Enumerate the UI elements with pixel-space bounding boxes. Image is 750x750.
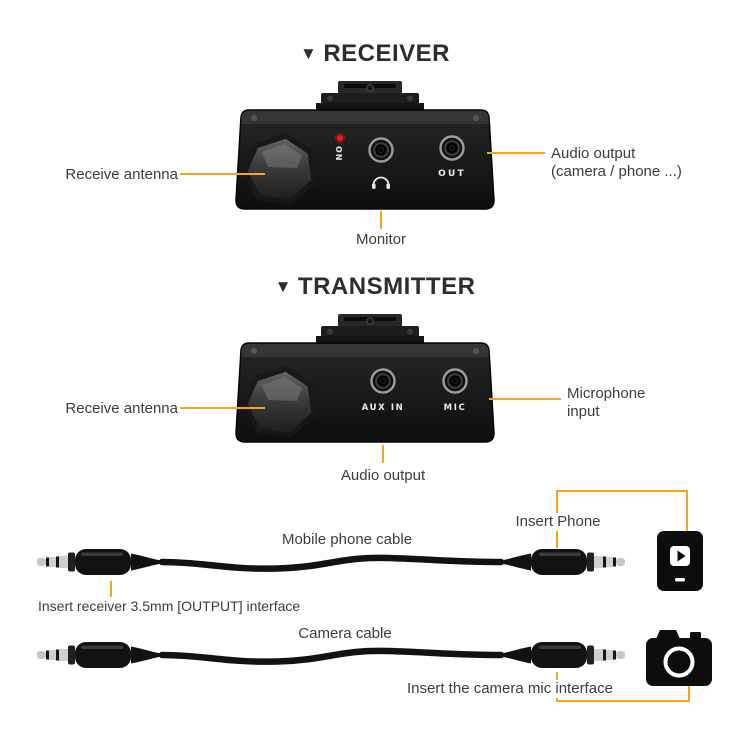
mobile-phone-cable-graphic: [37, 549, 625, 575]
camera-icon: [646, 630, 712, 686]
mic-jack-label: MIC: [444, 403, 467, 413]
shoe-mount: [316, 314, 424, 345]
cable-plug-right: [499, 642, 625, 668]
cable-plug-left: [37, 642, 163, 668]
receiver-antenna-pointer-line: [180, 173, 265, 175]
antenna-knob: [242, 366, 317, 438]
transmitter-title-text: TRANSMITTER: [297, 273, 476, 300]
power-led: [334, 132, 346, 144]
cable-plug-left: [37, 549, 163, 575]
transmitter-title-marker-icon: ▼: [274, 277, 292, 296]
on-label: ON: [334, 146, 343, 162]
receiver-monitor-label: Monitor: [355, 231, 407, 248]
insert-phone-label: Insert Phone: [493, 513, 623, 531]
receiver-audio-output-label-line2: (camera / phone ...): [551, 163, 682, 180]
shoe-mount: [316, 81, 424, 112]
receiver-monitor-pointer-line: [380, 211, 382, 229]
out-jack-label: OUT: [438, 169, 466, 179]
camera-cable-label: Camera cable: [298, 625, 392, 642]
receiver-interface-pointer-line: [110, 581, 112, 597]
transmitter-mic-input-label-line1: Microphone: [567, 385, 646, 402]
transmitter-mic-input-label-line2: input: [567, 403, 600, 420]
receiver-device-graphic: ON OUT: [235, 81, 495, 210]
transmitter-audio-output-label: Audio output: [340, 467, 426, 484]
transmitter-antenna-pointer-line: [180, 407, 265, 409]
aux-in-jack: [370, 368, 396, 394]
transmitter-mic-pointer-line: [489, 398, 561, 400]
out-jack: [439, 135, 465, 161]
insert-camera-mic-label: Insert the camera mic interface: [402, 680, 618, 698]
receiver-title-marker-icon: ▼: [299, 44, 318, 63]
phone-icon: [657, 531, 703, 591]
cable-wire: [158, 647, 505, 665]
receiver-audio-output-pointer-line: [487, 152, 545, 154]
camera-bracket-right-line: [688, 686, 690, 702]
antenna-knob: [242, 133, 317, 205]
camera-bracket-bottom-line: [556, 700, 690, 702]
headphone-icon: [372, 176, 390, 189]
receiver-title-text: RECEIVER: [323, 40, 451, 67]
insert-receiver-interface-label: Insert receiver 3.5mm [OUTPUT] interface: [38, 598, 301, 614]
mic-jack: [442, 368, 468, 394]
headphone-jack: [368, 137, 394, 163]
receiver-audio-output-label: Audio output (camera / phone ...): [551, 145, 711, 181]
phone-bracket-right-line: [686, 490, 688, 532]
transmitter-audio-output-pointer-line: [382, 445, 384, 463]
phone-bracket-top-line: [556, 490, 688, 492]
transmitter-antenna-label: Receive antenna: [65, 400, 178, 417]
receiver-audio-output-label-line1: Audio output: [551, 145, 636, 162]
transmitter-device-graphic: AUX IN MIC: [235, 314, 495, 443]
receiver-antenna-label: Receive antenna: [65, 166, 178, 183]
transmitter-mic-input-label: Microphone input: [567, 385, 717, 421]
aux-in-jack-label: AUX IN: [362, 403, 405, 413]
cable-wire: [158, 554, 505, 572]
cable-plug-right: [499, 549, 625, 575]
camera-cable-graphic: [37, 642, 625, 668]
transmitter-section-title: ▼ TRANSMITTER: [0, 273, 750, 301]
mobile-phone-cable-label: Mobile phone cable: [281, 531, 413, 548]
receiver-section-title: ▼ RECEIVER: [0, 40, 750, 68]
